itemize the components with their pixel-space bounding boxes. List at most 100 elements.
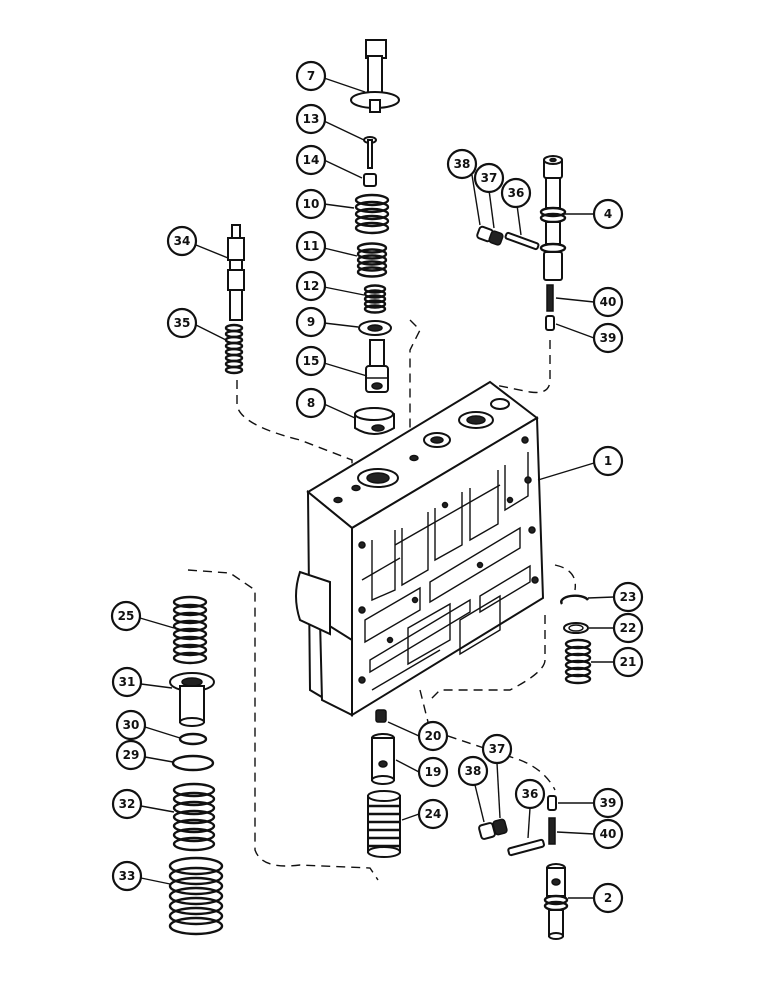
callout-25: 25 (110, 600, 142, 632)
svg-text:24: 24 (425, 807, 442, 821)
part-13-pin (363, 136, 377, 169)
callout-19: 19 (417, 756, 449, 788)
callout-21: 21 (612, 646, 644, 678)
leader-lines (139, 77, 615, 899)
svg-text:40: 40 (600, 827, 617, 841)
part-29-seal (171, 754, 215, 772)
svg-text:35: 35 (174, 316, 191, 330)
part-30-seal (178, 732, 208, 746)
svg-text:37: 37 (481, 171, 498, 185)
part-4-valve-spool (539, 155, 567, 281)
callout-4: 4 (592, 198, 624, 230)
svg-text:15: 15 (303, 354, 320, 368)
svg-text:36: 36 (508, 186, 525, 200)
svg-text:40: 40 (600, 295, 617, 309)
callout-8: 8 (295, 387, 327, 419)
callout-1: 1 (592, 445, 624, 477)
svg-text:29: 29 (123, 748, 140, 762)
svg-text:34: 34 (174, 234, 191, 248)
callout-11: 11 (295, 230, 327, 262)
part-24-spring (367, 790, 401, 858)
svg-text:12: 12 (303, 279, 320, 293)
svg-text:31: 31 (119, 675, 136, 689)
svg-text:38: 38 (465, 764, 482, 778)
part-36-pin-lower (507, 838, 545, 857)
callout-9: 9 (295, 306, 327, 338)
part-39-plug-lower (547, 795, 557, 811)
svg-text:32: 32 (119, 797, 136, 811)
svg-text:10: 10 (303, 197, 320, 211)
part-9-retainer (358, 320, 392, 336)
callout-32: 32 (111, 788, 143, 820)
svg-text:14: 14 (303, 153, 320, 167)
callout-7: 7 (295, 60, 327, 92)
callout-22: 22 (612, 612, 644, 644)
part-12-spring (363, 284, 387, 314)
svg-text:37: 37 (489, 742, 506, 756)
part-37-collar-upper (488, 230, 504, 246)
callout-29: 29 (115, 739, 147, 771)
callout-15: 15 (295, 345, 327, 377)
callout-35: 35 (166, 307, 198, 339)
callout-10: 10 (295, 188, 327, 220)
callout-38-lower: 38 (457, 755, 489, 787)
callout-39-lower: 39 (592, 787, 624, 819)
callout-39-upper: 39 (592, 322, 624, 354)
callout-20: 20 (417, 720, 449, 752)
svg-text:39: 39 (600, 331, 617, 345)
svg-text:30: 30 (123, 718, 140, 732)
part-22-washer (563, 622, 589, 634)
svg-text:1: 1 (604, 454, 612, 468)
callout-36-lower: 36 (514, 778, 546, 810)
part-32-spring (172, 782, 216, 852)
svg-text:8: 8 (307, 396, 315, 410)
part-39-plug-upper (545, 315, 555, 331)
callout-30: 30 (115, 709, 147, 741)
callout-33: 33 (111, 860, 143, 892)
part-23-snap-ring (560, 594, 589, 605)
part-20-plug (375, 709, 387, 723)
callout-24: 24 (417, 798, 449, 830)
part-8-sleeve (354, 407, 395, 435)
svg-text:38: 38 (454, 157, 471, 171)
assembly-dashed-lines (187, 319, 577, 881)
callout-38-upper: 38 (446, 148, 478, 180)
part-35-spring (224, 323, 244, 375)
part-10-spring (354, 193, 390, 235)
svg-text:20: 20 (425, 729, 442, 743)
svg-text:7: 7 (307, 69, 315, 83)
callout-2: 2 (592, 882, 624, 914)
svg-text:25: 25 (118, 609, 135, 623)
part-7-plunger (350, 39, 400, 113)
callout-31: 31 (111, 666, 143, 698)
part-34-valve-spool (227, 224, 245, 321)
svg-text:22: 22 (620, 621, 637, 635)
part-21-spring (564, 638, 592, 685)
svg-text:39: 39 (600, 796, 617, 810)
callout-23: 23 (612, 581, 644, 613)
callout-13: 13 (295, 103, 327, 135)
part-11-spring (356, 242, 388, 278)
part-15-valve (365, 339, 389, 393)
svg-text:9: 9 (307, 315, 315, 329)
svg-text:2: 2 (604, 891, 612, 905)
callout-40-lower: 40 (592, 818, 624, 850)
svg-text:21: 21 (620, 655, 637, 669)
part-2-valve-spool (543, 863, 569, 940)
svg-text:11: 11 (303, 239, 320, 253)
part-31-piston (169, 672, 215, 727)
svg-text:23: 23 (620, 590, 637, 604)
svg-text:36: 36 (522, 787, 539, 801)
callout-36-upper: 36 (500, 177, 532, 209)
callout-37-lower: 37 (481, 733, 513, 765)
part-37-collar-lower (492, 818, 508, 836)
part-40-spring-upper (546, 284, 554, 312)
svg-text:19: 19 (425, 765, 442, 779)
part-40-spring-lower (548, 817, 556, 845)
svg-text:33: 33 (119, 869, 136, 883)
callout-12: 12 (295, 270, 327, 302)
callout-34: 34 (166, 225, 198, 257)
part-33-spring (168, 856, 224, 936)
callout-40-upper: 40 (592, 286, 624, 318)
